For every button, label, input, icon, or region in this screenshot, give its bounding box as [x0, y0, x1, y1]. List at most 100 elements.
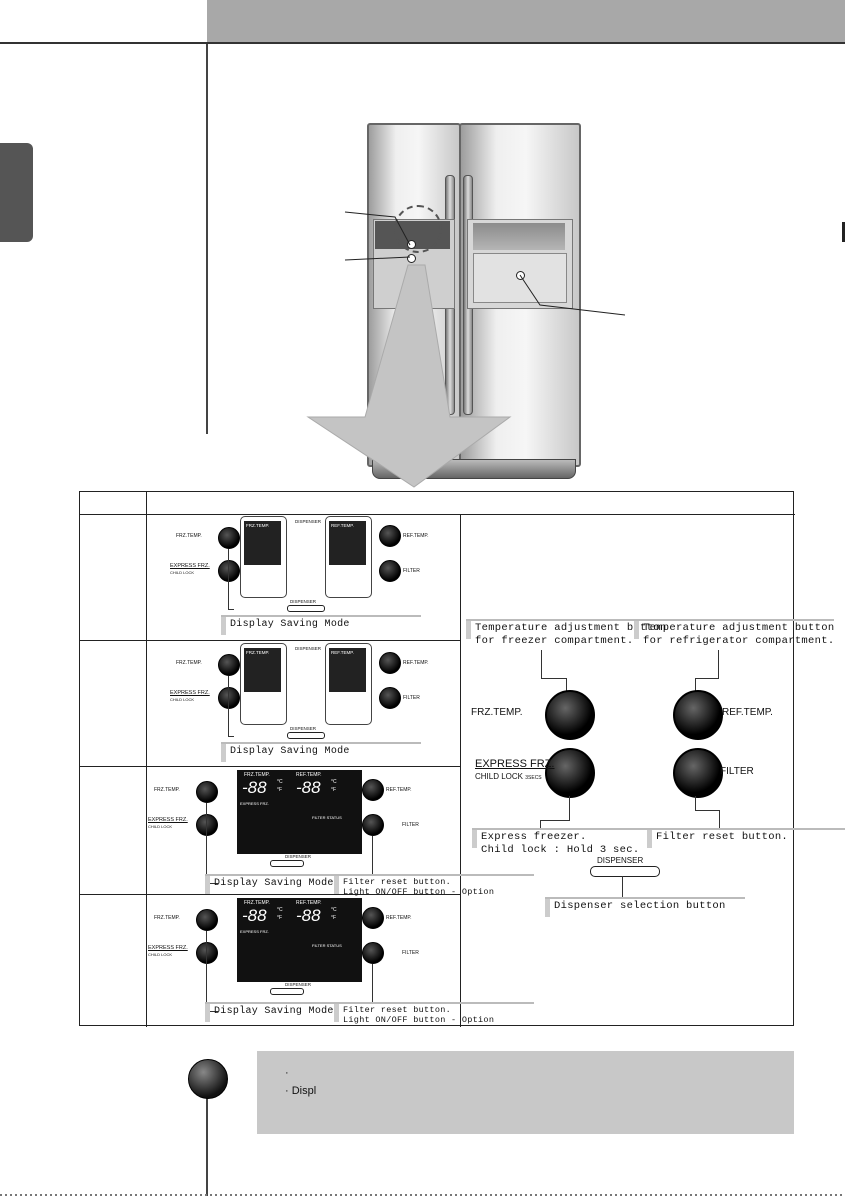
- row-ds-connector: [206, 803, 207, 883]
- refrigerator-illustration: [367, 123, 581, 479]
- row-frz-button[interactable]: [218, 527, 240, 549]
- row-express-label: EXPRESS FRZ.: [170, 690, 210, 696]
- panel-highlight-circle: [394, 205, 442, 253]
- row-childlock-label: CHILD LOCK: [170, 570, 195, 575]
- row-ds-connector-h: [206, 1011, 218, 1012]
- row-filter-label: FILTER: [402, 822, 419, 828]
- row-lcd-express: EXPRESS FRZ.: [240, 801, 269, 806]
- row-lcd-express: EXPRESS FRZ.: [240, 929, 269, 934]
- row-filter-button[interactable]: [379, 560, 401, 582]
- filter-button[interactable]: [673, 748, 723, 798]
- row-lcd-ref-title: REF.TEMP.: [296, 900, 322, 906]
- row-frz-button[interactable]: [196, 781, 218, 803]
- row-filter-button[interactable]: [379, 687, 401, 709]
- row-childlock-label: CHILD LOCK: [148, 952, 173, 957]
- row-filter-callout: Filter reset button.Light ON/OFF button …: [334, 1002, 535, 1025]
- dispenser-label: DISPENSER: [597, 856, 644, 865]
- row-lcd-ref-unit-c: °C: [331, 779, 337, 785]
- row-display-saving-label: Display Saving Mode: [205, 1002, 405, 1022]
- frz-temp-label: FRZ.TEMP.: [471, 707, 523, 718]
- row-lcd-frz-title: FRZ.TEMP.: [244, 900, 270, 906]
- row-frz-label: FRZ.TEMP.: [176, 660, 202, 666]
- row-lcd-frz-title: FRZ.TEMP.: [244, 772, 270, 778]
- row-lcd-ref-digits: -88: [296, 778, 321, 797]
- edge-marker: [842, 222, 845, 242]
- row-frz-label: FRZ.TEMP.: [154, 915, 180, 921]
- dispenser-button[interactable]: [590, 866, 660, 877]
- row-dispenser-button[interactable]: [270, 860, 304, 867]
- child-lock-label: CHILD LOCK 3SECS: [475, 772, 542, 781]
- row-filter-button[interactable]: [362, 814, 384, 836]
- row-ds-connector-h: [228, 609, 234, 610]
- row-childlock-label: CHILD LOCK: [148, 824, 173, 829]
- row-express-button[interactable]: [218, 687, 240, 709]
- header-rule: [0, 42, 207, 44]
- row-filter-label: FILTER: [403, 695, 420, 701]
- row-frz-panel-title: FRZ.TEMP.: [246, 650, 270, 655]
- row-lcd-frz-digits: -88: [242, 778, 267, 797]
- row-filter-label: FILTER: [402, 950, 419, 956]
- row-express-button[interactable]: [218, 560, 240, 582]
- row-filter-callout: Filter reset button.Light ON/OFF button …: [334, 874, 535, 897]
- row-ref-display: [329, 521, 366, 565]
- row-ref-button[interactable]: [379, 652, 401, 674]
- filter-note: Filter reset button.: [647, 828, 845, 848]
- ref-temp-label: REF.TEMP.: [722, 707, 773, 718]
- left-margin-rule-lower: [206, 1065, 208, 1196]
- row-lcd-frz-unit-f: °F: [277, 787, 283, 793]
- row-express-button[interactable]: [196, 942, 218, 964]
- row-frz-button[interactable]: [218, 654, 240, 676]
- row-lcd-filter-status: FILTER STATUS: [312, 943, 342, 948]
- row-ds-connector: [228, 549, 229, 609]
- row-ds-connector-h: [206, 883, 218, 884]
- row-dispenser-title: DISPENSER: [295, 519, 322, 524]
- row-ref-button[interactable]: [362, 907, 384, 929]
- row-display-saving-label: Display Saving Mode: [205, 874, 405, 894]
- row-filter-button[interactable]: [362, 942, 384, 964]
- row-filter-connector: [372, 836, 373, 874]
- row-express-label: EXPRESS FRZ.: [170, 563, 210, 569]
- row-dispenser-button[interactable]: [287, 605, 325, 612]
- row-ref-label: REF.TEMP.: [386, 915, 412, 921]
- row-ref-panel-title: REF.TEMP.: [331, 650, 354, 655]
- row-frz-panel-title: FRZ.TEMP.: [246, 523, 270, 528]
- row-lcd-ref-title: REF.TEMP.: [296, 772, 322, 778]
- row-dispenser-button[interactable]: [287, 732, 325, 739]
- row-frz-display: [244, 648, 281, 692]
- express-note: Express freezer.Child lock : Hold 3 sec.: [472, 828, 673, 857]
- leader-lines: [306, 211, 626, 488]
- express-frz-button[interactable]: [545, 748, 595, 798]
- row-lcd-filter-status: FILTER STATUS: [312, 815, 342, 820]
- frz-temp-button[interactable]: [545, 690, 595, 740]
- row-dispenser-button[interactable]: [270, 988, 304, 995]
- row-ref-button[interactable]: [362, 779, 384, 801]
- row-ds-connector: [228, 676, 229, 736]
- panel-pointer-dot: [407, 240, 416, 249]
- row-lcd-frz-digits: -88: [242, 906, 267, 925]
- dispenser-note: Dispenser selection button: [545, 897, 745, 917]
- row-display-saving-label: Display Saving Mode: [221, 615, 421, 635]
- row-express-button[interactable]: [196, 814, 218, 836]
- row-frz-display: [244, 521, 281, 565]
- row-frz-button[interactable]: [196, 909, 218, 931]
- row-lcd-ref-digits: -88: [296, 906, 321, 925]
- row-dispenser-label: DISPENSER: [290, 726, 317, 731]
- home-bar-top: [473, 223, 565, 250]
- row-ref-button[interactable]: [379, 525, 401, 547]
- dispenser-pointer-dot: [407, 254, 416, 263]
- trim-marks: [0, 1194, 845, 1196]
- row-express-label: EXPRESS FRZ.: [148, 945, 188, 951]
- ref-temp-button[interactable]: [673, 690, 723, 740]
- display-table: [79, 491, 795, 1027]
- note-box: · · Displ: [257, 1051, 794, 1134]
- row-lcd-frz-unit-c: °C: [277, 907, 283, 913]
- row-lcd-ref-unit-f: °F: [331, 915, 337, 921]
- row-lcd-frz-unit-c: °C: [277, 779, 283, 785]
- row-dispenser-label: DISPENSER: [290, 599, 317, 604]
- row-ref-label: REF.TEMP.: [403, 533, 429, 539]
- row-filter-label: FILTER: [403, 568, 420, 574]
- row-frz-label: FRZ.TEMP.: [176, 533, 202, 539]
- row-display-saving-label: Display Saving Mode: [221, 742, 421, 762]
- express-frz-label: EXPRESS FRZ.: [475, 758, 555, 770]
